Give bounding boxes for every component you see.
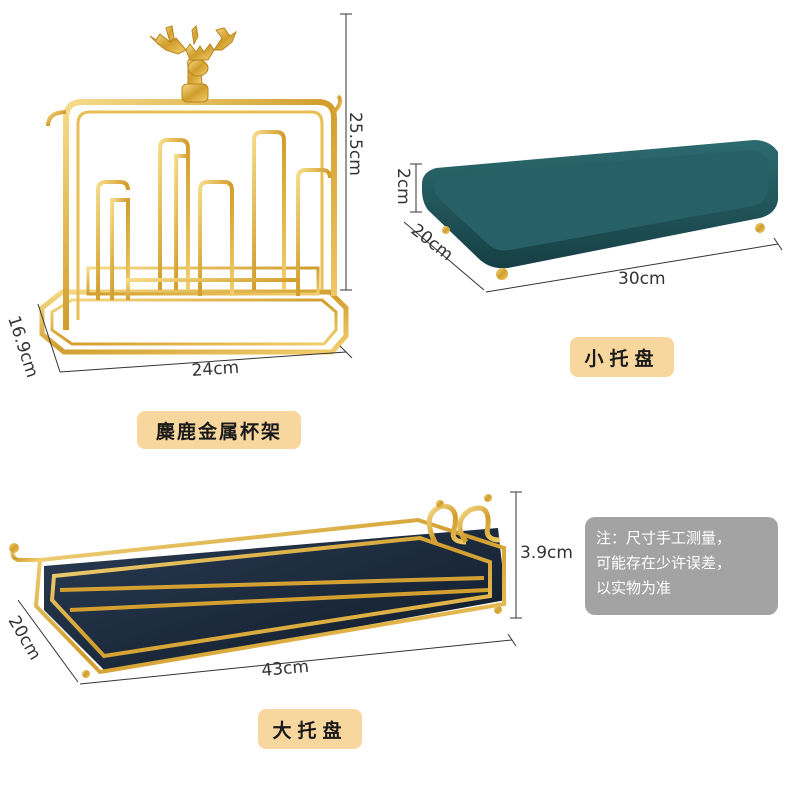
large-tray-height-label: 3.9cm (520, 543, 573, 563)
rack-width-label: 24cm (191, 358, 240, 381)
rack-depth-label: 16.9cm (3, 313, 42, 380)
small-tray-label: 小托盘 (570, 337, 674, 377)
large-tray-image (9, 494, 506, 678)
small-tray-height-label: 2cm (393, 168, 413, 205)
large-tray-label: 大托盘 (258, 709, 362, 749)
note-line-3: 以实物为准 (596, 579, 672, 597)
rack-dimension-lines (37, 13, 353, 373)
small-tray-image (422, 140, 778, 280)
large-tray-dimension-lines (17, 491, 522, 685)
cup-rack-image (39, 24, 349, 355)
small-tray-dimension-lines (403, 163, 783, 293)
note-line-2: 可能存在少许误差， (596, 554, 732, 572)
small-tray-width-label: 30cm (618, 269, 666, 289)
large-tray-width-label: 43cm (261, 657, 310, 681)
large-tray-depth-label: 20cm (4, 613, 45, 664)
deer-ornament (149, 24, 238, 103)
measurement-note: 注：尺寸手工测量， 可能存在少许误差， 以实物为准 (585, 517, 778, 615)
cup-rack-label: 麋鹿金属杯架 (137, 411, 301, 449)
note-line-1: 注：尺寸手工测量， (596, 529, 732, 547)
rack-height-label: 25.5cm (345, 112, 365, 176)
